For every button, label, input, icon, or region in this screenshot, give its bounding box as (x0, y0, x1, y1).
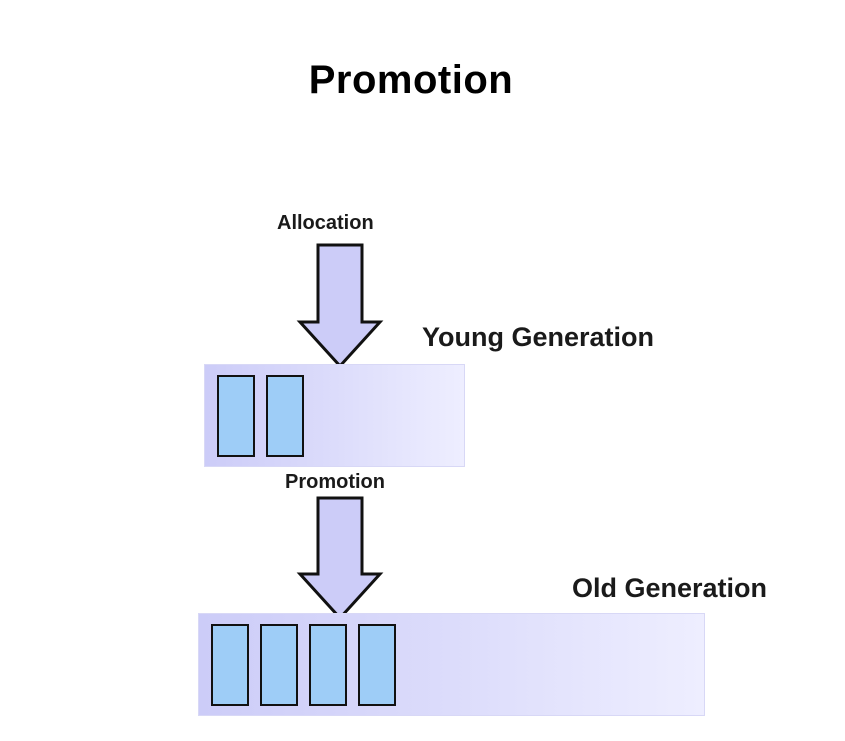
old-generation-label: Old Generation (572, 573, 768, 603)
old-object-block (309, 624, 347, 706)
allocation-arrow (296, 243, 384, 369)
young-object-block (266, 375, 304, 457)
old-object-block (358, 624, 396, 706)
old-object-block (211, 624, 249, 706)
old-generation-heap (199, 614, 704, 715)
young-object-block (217, 375, 255, 457)
page-title: Promotion (308, 58, 514, 102)
old-object-block (260, 624, 298, 706)
promotion-label: Promotion (285, 471, 385, 493)
allocation-label: Allocation (277, 212, 374, 234)
promotion-arrow (296, 496, 384, 621)
young-generation-label: Young Generation (422, 322, 655, 352)
young-generation-heap (205, 365, 464, 466)
